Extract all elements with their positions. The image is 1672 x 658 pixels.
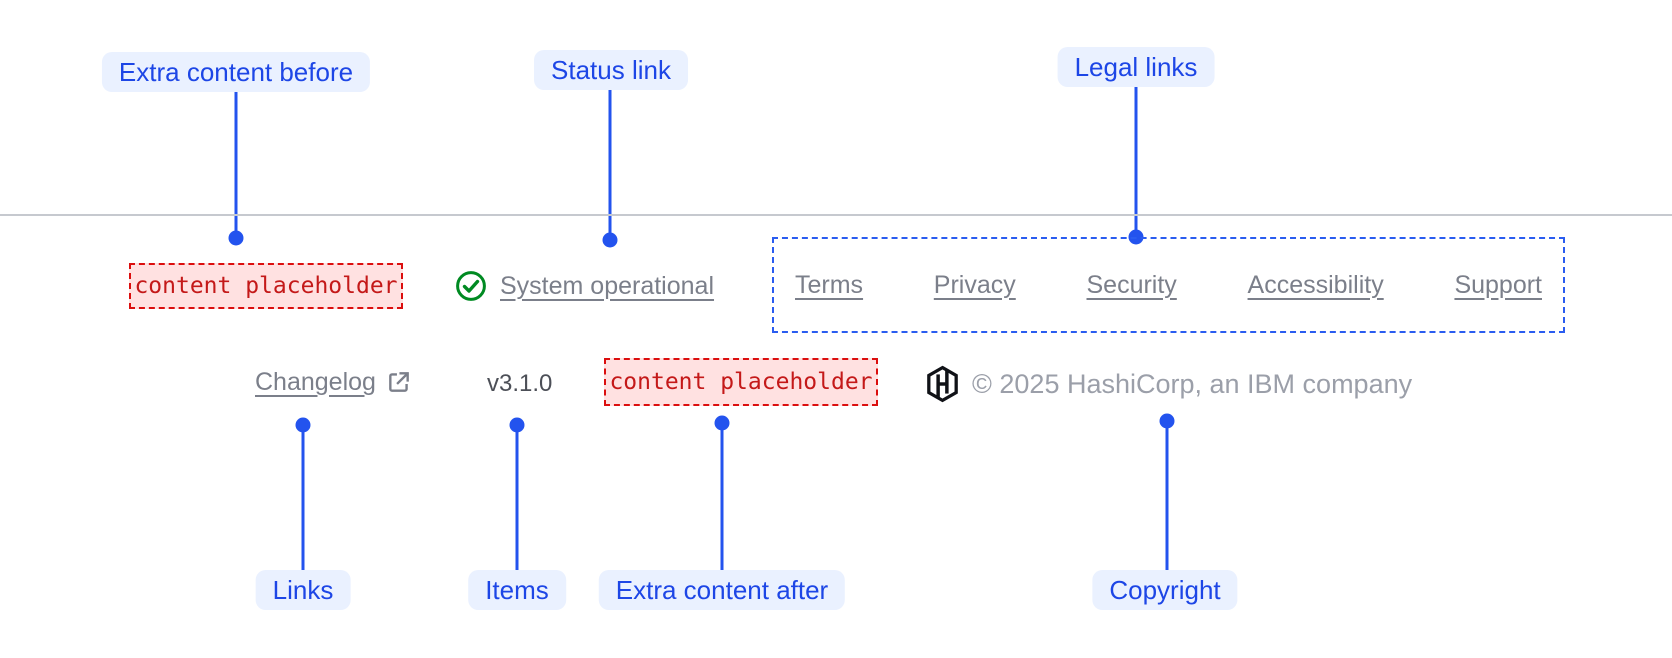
connector-line-legal-links [1134, 87, 1138, 237]
connector-dot-status-link [602, 232, 618, 248]
callout-extra-content-after: Extra content after [598, 570, 846, 610]
connector-line-items [515, 425, 519, 570]
check-circle-icon [455, 270, 487, 302]
changelog-link-label[interactable]: Changelog [255, 367, 376, 396]
status-link[interactable]: System operational [455, 270, 714, 302]
callout-legal-links: Legal links [1057, 47, 1215, 87]
legal-link-terms[interactable]: Terms [795, 270, 864, 299]
callout-items: Items [468, 570, 566, 610]
callout-copyright: Copyright [1092, 570, 1238, 610]
legal-link-security[interactable]: Security [1086, 270, 1177, 299]
connector-dot-extra-content-before [228, 230, 244, 246]
callout-extra-content-before: Extra content before [101, 52, 371, 92]
extra-content-before-placeholder: content placeholder [129, 263, 403, 309]
connector-line-links [301, 425, 305, 570]
changelog-link[interactable]: Changelog [255, 358, 412, 406]
extra-content-after-placeholder: content placeholder [604, 358, 878, 406]
version-item: v3.1.0 [487, 370, 553, 397]
legal-link-privacy[interactable]: Privacy [933, 270, 1016, 299]
callout-status-link: Status link [534, 50, 688, 90]
external-link-icon [386, 369, 412, 395]
footer-top-divider [0, 214, 1672, 216]
connector-line-extra-content-before [234, 92, 238, 238]
copyright-text: © 2025 HashiCorp, an IBM company [972, 369, 1413, 399]
legal-link-support[interactable]: Support [1454, 270, 1542, 299]
connector-line-copyright [1165, 421, 1169, 570]
hashicorp-logo-icon [927, 365, 958, 403]
status-link-label[interactable]: System operational [500, 271, 715, 300]
connector-line-extra-content-after [720, 423, 724, 570]
legal-link-accessibility[interactable]: Accessibility [1247, 270, 1384, 299]
callout-links: Links [255, 570, 351, 610]
legal-links-group: Terms Privacy Security Accessibility Sup… [772, 237, 1565, 333]
connector-line-status-link [608, 90, 612, 240]
